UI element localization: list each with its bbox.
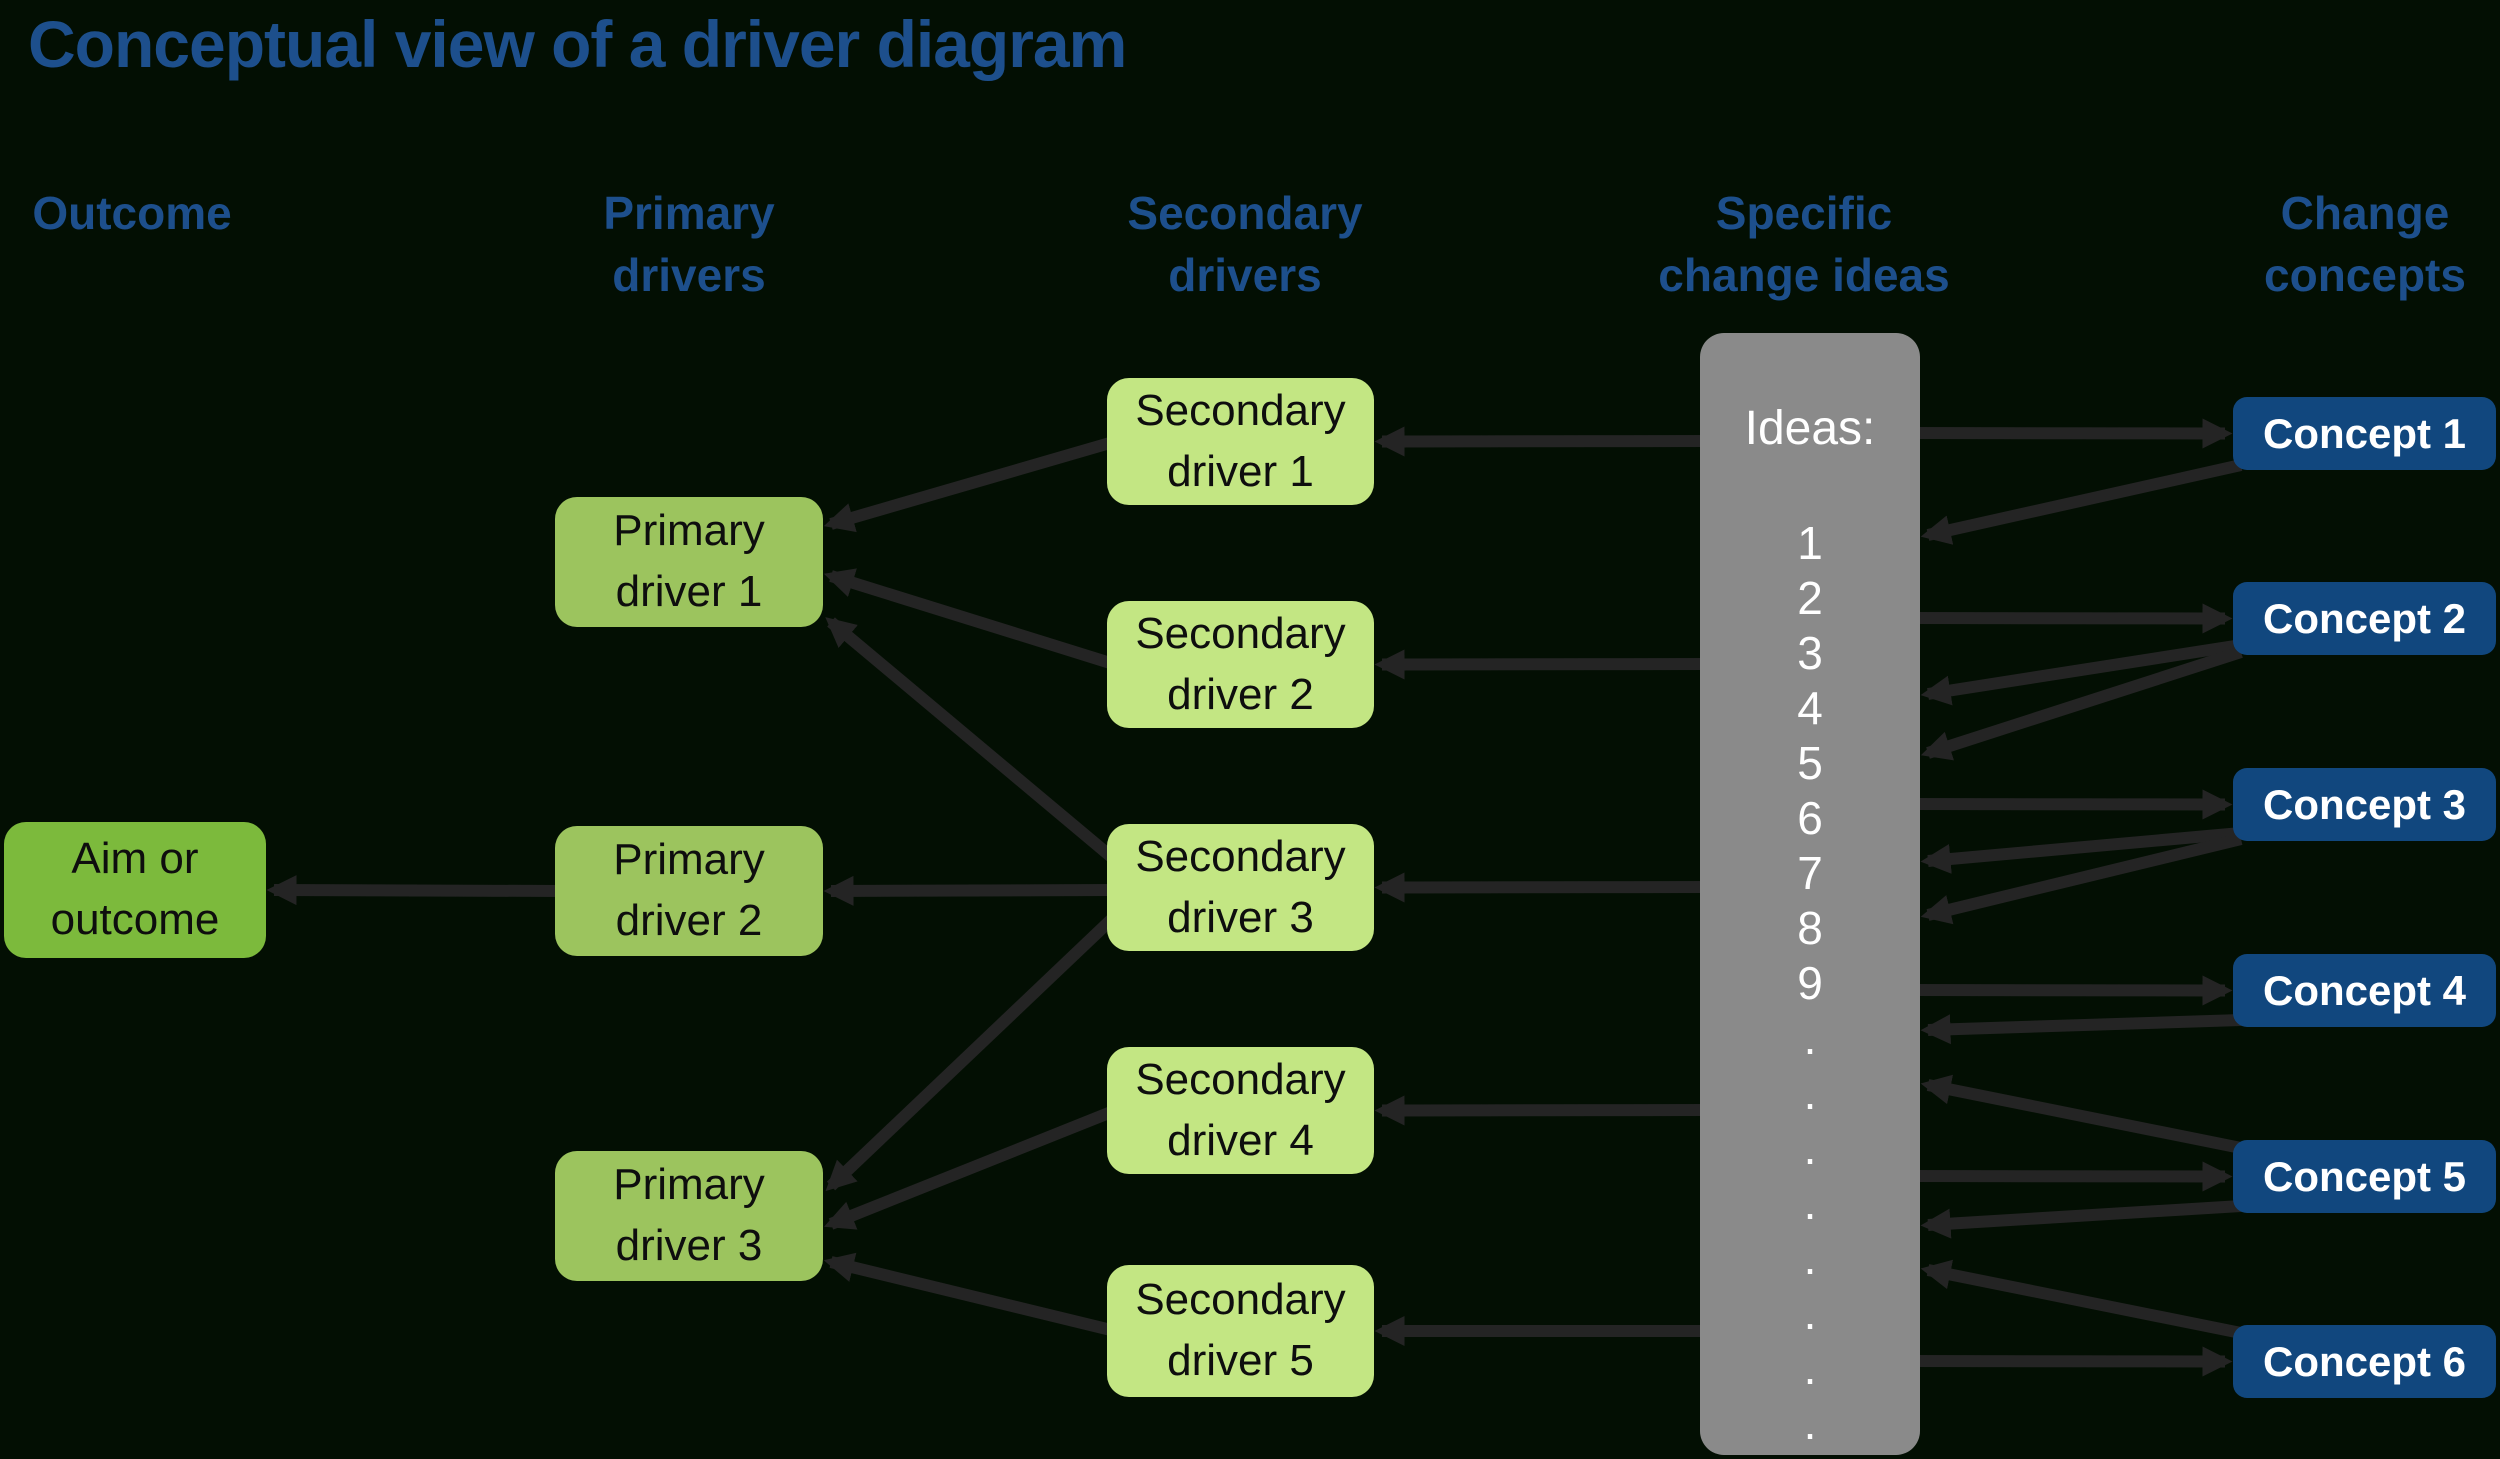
arrow-ideas-to-sd4 xyxy=(1374,1095,1709,1126)
idea-item: 2 xyxy=(1797,572,1823,625)
arrow-ideas-to-c2 xyxy=(1911,603,2233,634)
idea-item: 5 xyxy=(1797,737,1823,790)
column-header-secondary-drivers: Secondary drivers xyxy=(1127,187,1363,302)
idea-item: 7 xyxy=(1797,847,1823,900)
arrow-sd3-to-pd3 xyxy=(825,911,1120,1192)
idea-item: . xyxy=(1803,1177,1817,1230)
arrow-ideas-to-sd3 xyxy=(1374,872,1709,903)
arrow-c2-to-ideas xyxy=(1920,646,2243,761)
primary-driver-3-box: Primary driver 3 xyxy=(555,1151,823,1281)
arrow-c1-to-ideas xyxy=(1920,459,2243,545)
idea-item: . xyxy=(1803,1012,1817,1065)
arrow-c5-to-ideas xyxy=(1920,1074,2243,1154)
arrow-ideas-to-c4 xyxy=(1911,975,2233,1006)
ideas-heading: Ideas: xyxy=(1744,401,1876,455)
arrow-ideas-to-c6 xyxy=(1911,1346,2233,1377)
arrow-sd1-to-pd1 xyxy=(823,435,1117,533)
change-concept-1-box: Concept 1 xyxy=(2233,397,2496,470)
change-concept-6-box: Concept 6 xyxy=(2233,1325,2496,1398)
idea-item: 4 xyxy=(1797,682,1823,735)
arrow-c3-to-ideas xyxy=(1920,827,2242,874)
arrow-pd2-to-aim xyxy=(266,875,564,906)
primary-driver-2-box: Primary driver 2 xyxy=(555,826,823,956)
arrow-sd5-to-pd3 xyxy=(823,1252,1117,1337)
secondary-driver-2-box: Secondary driver 2 xyxy=(1107,601,1374,728)
arrow-ideas-to-sd1 xyxy=(1374,426,1709,457)
secondary-driver-3-box: Secondary driver 3 xyxy=(1107,824,1374,951)
idea-item: . xyxy=(1803,1067,1817,1120)
arrow-c2-to-ideas xyxy=(1920,639,2242,706)
idea-item: 1 xyxy=(1797,517,1823,570)
column-header-outcome: Outcome xyxy=(32,187,232,239)
idea-item: . xyxy=(1700,1451,1920,1459)
change-concept-2-box: Concept 2 xyxy=(2233,582,2496,655)
arrow-ideas-to-c5 xyxy=(1911,1161,2233,1192)
idea-item: . xyxy=(1803,1342,1817,1395)
arrow-sd2-to-pd1 xyxy=(823,568,1117,671)
arrow-c3-to-ideas xyxy=(1920,833,2243,925)
arrow-sd3-to-pd2 xyxy=(823,875,1116,906)
secondary-driver-4-box: Secondary driver 4 xyxy=(1107,1047,1374,1174)
arrow-sd3-to-pd1 xyxy=(825,617,1119,865)
idea-item: 8 xyxy=(1797,902,1823,955)
change-concept-4-box: Concept 4 xyxy=(2233,954,2496,1027)
change-concept-5-box: Concept 5 xyxy=(2233,1140,2496,1213)
primary-driver-1-box: Primary driver 1 xyxy=(555,497,823,627)
secondary-driver-1-box: Secondary driver 1 xyxy=(1107,378,1374,505)
column-header-change-concepts: Change concepts xyxy=(2264,187,2466,302)
column-header-specific-change-ideas: Specific change ideas xyxy=(1658,187,1950,302)
secondary-driver-5-box: Secondary driver 5 xyxy=(1107,1265,1374,1397)
idea-item: . xyxy=(1803,1287,1817,1340)
arrow-ideas-to-sd2 xyxy=(1374,649,1709,680)
page-title: Conceptual view of a driver diagram xyxy=(28,7,1127,81)
arrow-ideas-to-c3 xyxy=(1911,789,2233,820)
change-concept-3-box: Concept 3 xyxy=(2233,768,2496,841)
idea-item: . xyxy=(1803,1232,1817,1285)
idea-item: 3 xyxy=(1797,627,1823,680)
idea-item: 9 xyxy=(1797,957,1823,1010)
idea-item: . xyxy=(1803,1122,1817,1175)
arrow-ideas-to-c1 xyxy=(1911,418,2233,449)
arrow-c5-to-ideas xyxy=(1920,1200,2242,1239)
column-header-primary-drivers: Primary drivers xyxy=(603,187,775,302)
arrow-c6-to-ideas xyxy=(1920,1259,2243,1339)
idea-item: 6 xyxy=(1797,792,1823,845)
arrow-sd4-to-pd3 xyxy=(824,1104,1118,1230)
arrow-c4-to-ideas xyxy=(1920,1014,2242,1045)
aim-outcome-box: Aim or outcome xyxy=(4,822,266,958)
idea-item: . xyxy=(1803,1397,1817,1450)
